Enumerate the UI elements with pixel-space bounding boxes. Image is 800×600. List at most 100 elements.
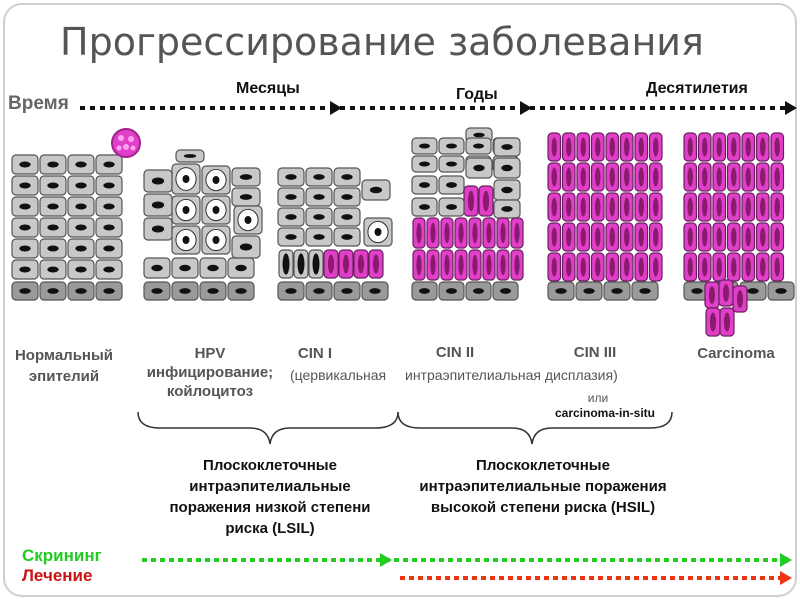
basal-cell (465, 281, 492, 301)
cin3-cell (561, 222, 576, 252)
cin3-cell (605, 132, 620, 162)
carcinoma-cell (726, 162, 741, 192)
basal-cell (603, 281, 631, 301)
carcinoma-cell (770, 252, 785, 282)
cin3-cell (648, 222, 663, 252)
stage-label-carcinoma: Carcinoma (697, 345, 775, 362)
basal-cell (11, 281, 39, 301)
carcinoma-cell (755, 132, 770, 162)
cin2-dysplastic-cell (510, 217, 524, 249)
dysplastic-cell (308, 249, 324, 279)
normal-cell (67, 175, 95, 196)
carcinoma-cell (697, 162, 712, 192)
basal-cell (361, 281, 389, 301)
timeline-months: Месяцы (236, 80, 300, 97)
normal-cell (95, 259, 123, 280)
cin2-cell (411, 197, 438, 217)
cin2-cell (493, 199, 521, 219)
carcinoma-cell (683, 132, 698, 162)
carcinoma-cell (726, 192, 741, 222)
basal-cell (333, 281, 361, 301)
cin2-dysplastic-cell (412, 217, 426, 249)
normal-cell (11, 217, 39, 238)
basal-cell (199, 281, 227, 301)
cin3-cell (561, 252, 576, 282)
basal-cell (631, 281, 659, 301)
cin2-cell (438, 155, 465, 173)
cin3-cell (619, 132, 634, 162)
hpv-cell (143, 169, 173, 193)
cin3-cell (590, 222, 605, 252)
carcinoma-cell (683, 252, 698, 282)
carcinoma-cell (755, 252, 770, 282)
cin2-dysplastic-cell (510, 249, 524, 281)
lsil-description: Плоскоклеточные интраэпителиальные пораж… (169, 457, 371, 537)
screening-label: Скрининг (22, 546, 102, 565)
normal-cell (67, 196, 95, 217)
cin3-cell (547, 222, 562, 252)
stage-or: или (587, 391, 609, 405)
normal-cell (67, 259, 95, 280)
invasive-cell (719, 307, 735, 337)
normal-cell (11, 154, 39, 175)
cin3-cell (547, 162, 562, 192)
cin3-cell (576, 222, 591, 252)
carcinoma-cell (697, 222, 712, 252)
carcinoma-cell (741, 192, 756, 222)
cin3-cell (561, 192, 576, 222)
normal-cell (11, 259, 39, 280)
carcinoma-cell (712, 162, 727, 192)
carcinoma-cell (770, 162, 785, 192)
basal-cell (438, 281, 465, 301)
normal-cell (11, 175, 39, 196)
cin2-cell (493, 179, 521, 201)
treatment-label: Лечение (22, 566, 93, 585)
cin2-dysplastic-cell (440, 217, 454, 249)
carcinoma-cell (697, 192, 712, 222)
lsil-brace (137, 411, 399, 445)
cin2-dysplastic-cell (412, 249, 426, 281)
cin2-cell (411, 155, 438, 173)
cin3-cell (605, 162, 620, 192)
basal-cell (277, 281, 305, 301)
koilocyte (201, 165, 231, 195)
cin2-cell (438, 137, 465, 155)
basal-cell (411, 281, 438, 301)
cin2-dysplastic-cell (482, 249, 496, 281)
cin1-cell (277, 187, 305, 207)
hpv-cell (199, 257, 227, 279)
time-label: Время (8, 93, 69, 114)
basal-cell (767, 281, 795, 301)
carcinoma-cell (755, 162, 770, 192)
carcinoma-cell (712, 192, 727, 222)
cin3-cell (547, 252, 562, 282)
carcinoma-cell (755, 222, 770, 252)
dysplastic-cell (353, 249, 369, 279)
hpv-cell (231, 167, 261, 187)
cin3-cell (634, 162, 649, 192)
cin1-cell (333, 187, 361, 207)
cin3-cell (634, 222, 649, 252)
top-cell (175, 149, 205, 163)
normal-cell (39, 175, 67, 196)
cin1-cell (361, 179, 391, 201)
carcinoma-cell (683, 162, 698, 192)
cin2-cell (411, 137, 438, 155)
carcinoma-cell (712, 252, 727, 282)
basal-cell (171, 281, 199, 301)
normal-cell (39, 217, 67, 238)
dysplastic-cell (293, 249, 309, 279)
time-arrow (80, 101, 797, 115)
cin3-cell (590, 162, 605, 192)
cin2-cell (465, 157, 493, 179)
basal-cell (143, 281, 171, 301)
epithelium-stages (11, 127, 795, 337)
arrow-head-1 (330, 101, 342, 115)
normal-cell (39, 154, 67, 175)
hpv-cell (143, 193, 173, 217)
normal-cell (95, 217, 123, 238)
carcinoma-cell (755, 192, 770, 222)
carcinoma-cell (726, 132, 741, 162)
page-title: Прогрессирование заболевания (60, 20, 704, 64)
normal-cell (11, 238, 39, 259)
